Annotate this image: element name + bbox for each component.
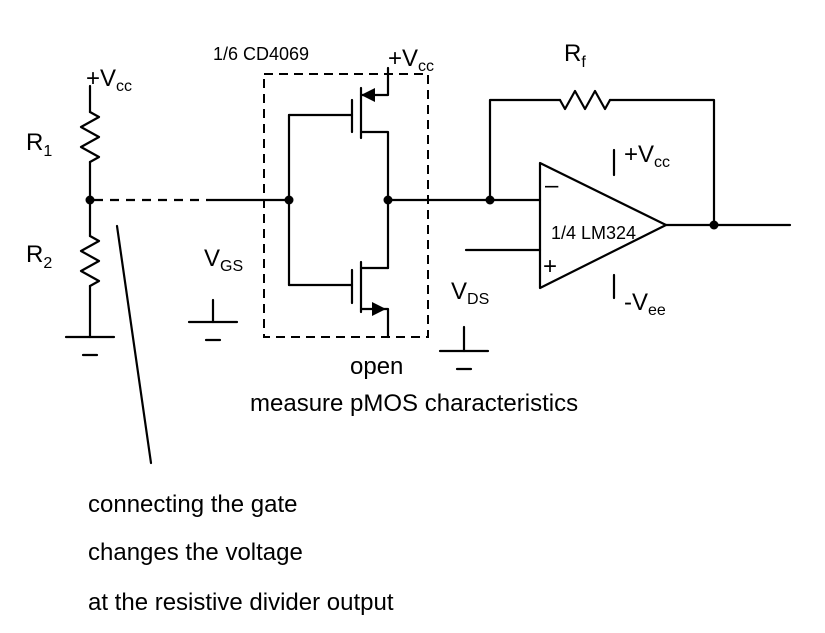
node-output bbox=[709, 220, 719, 230]
ground-vds bbox=[438, 325, 490, 371]
nmos-transistor bbox=[350, 260, 390, 339]
ground-left bbox=[64, 335, 116, 357]
r1-label: R1 bbox=[26, 129, 52, 160]
note-line-2: changes the voltage bbox=[88, 539, 303, 566]
resistor-rf bbox=[558, 89, 612, 111]
chip-label: 1/6 CD4069 bbox=[213, 44, 309, 64]
cd4069-boundary bbox=[263, 73, 429, 338]
vee-supply-opamp: -Vee bbox=[624, 289, 666, 319]
vcc-supply-chip: +Vcc bbox=[388, 45, 434, 75]
opamp-minus-sign: – bbox=[545, 172, 559, 199]
wire-feedback-left bbox=[488, 98, 562, 202]
note-line-3: at the resistive divider output bbox=[88, 589, 394, 616]
vds-label: VDS bbox=[451, 278, 489, 308]
open-label: open bbox=[350, 353, 403, 380]
ground-vgs bbox=[187, 298, 239, 342]
vcc-supply-opamp: +Vcc bbox=[624, 141, 670, 171]
node-divider bbox=[85, 195, 95, 205]
lm324-opamp bbox=[538, 161, 668, 290]
vgs-label: VGS bbox=[204, 245, 243, 275]
pmos-transistor bbox=[350, 66, 390, 202]
wire-feedback-right bbox=[608, 98, 716, 227]
resistor-r2 bbox=[79, 234, 101, 288]
r2-label: R2 bbox=[26, 241, 52, 272]
rf-label: Rf bbox=[564, 40, 586, 71]
opamp-plus-sign: + bbox=[543, 253, 557, 280]
vcc-supply-left: +Vcc bbox=[86, 65, 132, 95]
resistor-r1 bbox=[79, 110, 101, 164]
note-line-1: connecting the gate bbox=[88, 491, 298, 518]
annotation-pointer-line bbox=[115, 224, 153, 465]
caption: measure pMOS characteristics bbox=[250, 390, 578, 417]
svg-text:+Vcc: +Vcc bbox=[86, 65, 132, 95]
opamp-label: 1/4 LM324 bbox=[551, 223, 636, 243]
